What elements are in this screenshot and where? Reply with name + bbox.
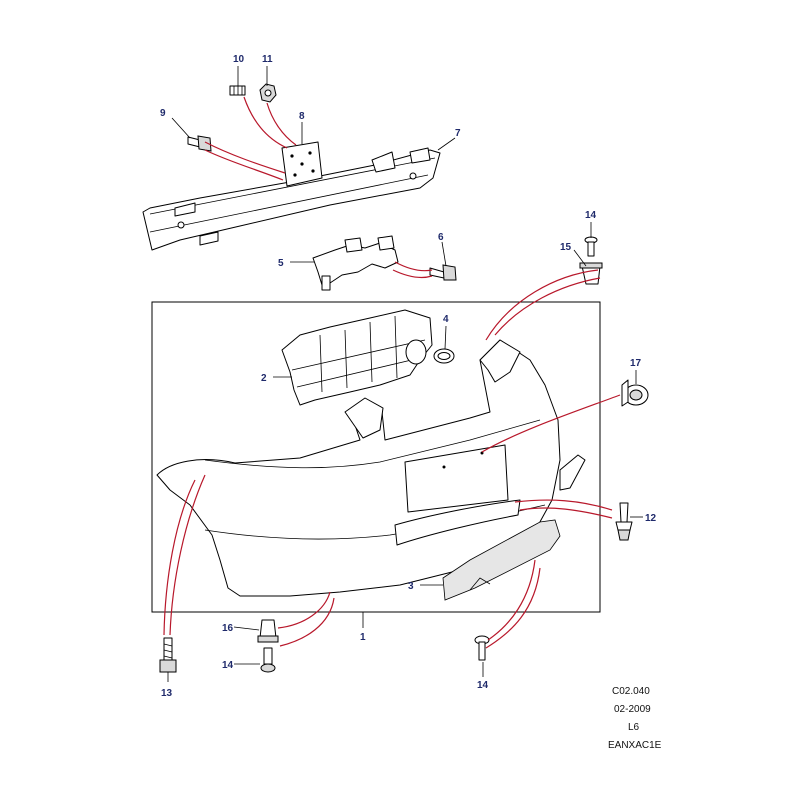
guide-line bbox=[392, 269, 433, 279]
reference-date: 02-2009 bbox=[614, 704, 651, 715]
bolt-6 bbox=[429, 264, 457, 281]
guide-line bbox=[279, 597, 335, 647]
callout-12: 12 bbox=[645, 513, 657, 524]
callout-15: 15 bbox=[560, 242, 572, 253]
guide-line bbox=[514, 499, 613, 511]
guide-line bbox=[204, 149, 284, 181]
grille-panel-2 bbox=[281, 309, 433, 406]
reference-model: L6 bbox=[628, 722, 640, 733]
callout-4: 4 bbox=[443, 314, 449, 325]
bolt-9 bbox=[187, 135, 212, 152]
stud-10 bbox=[229, 85, 246, 96]
reference-code: C02.040 bbox=[612, 686, 650, 697]
clip-16 bbox=[257, 619, 279, 643]
callout-5: 5 bbox=[278, 258, 284, 269]
reference-drawing-id: EANXAC1E bbox=[608, 740, 662, 751]
callout-1: 1 bbox=[360, 632, 366, 643]
screw-14-right bbox=[474, 635, 490, 661]
clip-15 bbox=[579, 262, 603, 285]
callout-14-top: 14 bbox=[585, 210, 597, 221]
screw-14-left bbox=[260, 647, 276, 673]
callout-8: 8 bbox=[299, 111, 305, 122]
guide-line bbox=[243, 96, 288, 149]
callout-7: 7 bbox=[455, 128, 461, 139]
guide-line bbox=[169, 474, 206, 636]
guide-line bbox=[394, 261, 433, 272]
mounting-plate bbox=[281, 141, 323, 187]
screw-14-top bbox=[584, 236, 598, 257]
callout-16: 16 bbox=[222, 623, 234, 634]
guide-line bbox=[266, 102, 297, 146]
badge-4 bbox=[433, 348, 455, 364]
guide-line bbox=[481, 394, 621, 453]
push-clip-12 bbox=[615, 502, 633, 541]
guide-line bbox=[277, 591, 331, 629]
callout-17: 17 bbox=[630, 358, 642, 369]
callout-6: 6 bbox=[438, 232, 444, 243]
guide-line bbox=[487, 559, 536, 641]
grommet-17 bbox=[621, 379, 649, 407]
bolt-13 bbox=[159, 637, 177, 673]
guide-line bbox=[494, 277, 601, 336]
assembly-frame bbox=[151, 301, 601, 613]
callout-leaders bbox=[167, 66, 643, 682]
guide-line bbox=[485, 567, 541, 649]
callout-9: 9 bbox=[160, 108, 166, 119]
guide-line bbox=[519, 507, 613, 519]
callout-3: 3 bbox=[408, 581, 414, 592]
callout-13: 13 bbox=[161, 688, 173, 699]
callout-10: 10 bbox=[233, 54, 245, 65]
reflector-3 bbox=[442, 519, 561, 601]
guide-line bbox=[163, 479, 196, 636]
bracket-5 bbox=[312, 235, 399, 291]
callout-11: 11 bbox=[262, 54, 273, 65]
callout-14-right: 14 bbox=[477, 680, 489, 691]
nut-11 bbox=[259, 83, 277, 103]
guide-line bbox=[485, 269, 599, 341]
callout-14-left: 14 bbox=[222, 660, 234, 671]
bumper-cover-1 bbox=[156, 339, 586, 597]
guide-line bbox=[204, 141, 286, 174]
reinforcement-beam bbox=[142, 147, 441, 251]
callout-2: 2 bbox=[261, 373, 267, 384]
